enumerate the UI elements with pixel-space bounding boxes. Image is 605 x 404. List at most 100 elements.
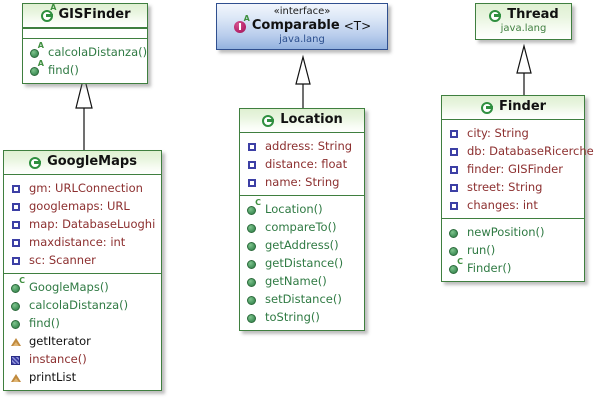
member-row[interactable]: name: String [246, 173, 360, 191]
member-row[interactable]: getAddress() [246, 236, 360, 254]
member-row[interactable]: db: DatabaseRicerche [448, 142, 594, 160]
member-row[interactable]: address: String [246, 137, 360, 155]
class-header-location: Location [240, 109, 364, 133]
class-name-thread: Thread [507, 7, 559, 22]
field-icon [448, 145, 461, 158]
abstract-class-icon: A [40, 3, 57, 23]
member-row[interactable]: C GoogleMaps() [10, 276, 157, 296]
member-row[interactable]: A find() [29, 59, 143, 79]
interface-header-comparable: «interface» A Comparable <T> java.lang [217, 4, 387, 49]
member-row[interactable]: googlemaps: URL [10, 197, 157, 215]
member-row[interactable]: finder: GISFinder [448, 160, 580, 178]
field-icon [448, 127, 461, 140]
method-label: GoogleMaps() [29, 280, 109, 294]
static-field-icon [10, 353, 23, 366]
attribute-label: name: String [265, 175, 340, 189]
method-icon [448, 244, 461, 257]
constructor-badge: C [255, 197, 261, 207]
member-row[interactable]: A calcolaDistanza() [29, 41, 147, 61]
method-icon [246, 257, 259, 270]
member-row[interactable]: changes: int [448, 196, 580, 214]
member-row[interactable]: instance() [10, 350, 157, 368]
method-icon [246, 221, 259, 234]
member-row[interactable]: toString() [246, 308, 360, 326]
member-row[interactable]: printList [10, 368, 157, 386]
member-row[interactable]: maxdistance: int [10, 233, 157, 251]
attribute-label: street: String [467, 180, 543, 194]
member-row[interactable]: map: DatabaseLuoghi [10, 215, 157, 233]
member-row[interactable]: C Finder() [448, 256, 580, 277]
method-icon [448, 226, 461, 239]
member-row[interactable]: run() [448, 241, 580, 259]
member-row[interactable]: getName() [246, 272, 360, 290]
class-box-location[interactable]: Location address: String distance: float… [239, 108, 365, 331]
member-row[interactable]: getDistance() [246, 254, 360, 272]
method-label: getIterator [29, 334, 91, 348]
interface-name-comparable: Comparable [251, 18, 340, 33]
class-box-finder[interactable]: Finder city: String db: DatabaseRicerche… [441, 95, 594, 282]
class-box-thread[interactable]: Thread java.lang [475, 3, 572, 40]
method-icon [246, 275, 259, 288]
attributes-compartment-gisfinder [23, 28, 147, 38]
connector-location-comparable [295, 54, 311, 108]
method-abstract-icon: A [29, 59, 44, 77]
methods-compartment-finder: newPosition() run() C Finder() [442, 218, 584, 281]
abstract-badge: A [243, 13, 250, 23]
member-row[interactable]: compareTo() [246, 218, 360, 236]
class-icon [480, 100, 495, 115]
class-header-gisfinder: A GISFinder [23, 3, 147, 28]
method-label: find() [29, 316, 60, 330]
methods-compartment-googlemaps: C GoogleMaps() calcolaDistanza() find() … [4, 273, 161, 390]
member-row[interactable]: city: String [448, 124, 580, 142]
method-label: calcolaDistanza() [48, 45, 148, 59]
method-icon [246, 239, 259, 252]
member-row[interactable]: newPosition() [448, 223, 580, 241]
constructor-badge: C [457, 256, 463, 266]
member-row[interactable]: distance: float [246, 155, 360, 173]
attributes-compartment-location: address: String distance: float name: St… [240, 133, 364, 195]
attribute-label: map: DatabaseLuoghi [29, 217, 156, 231]
member-row[interactable]: getIterator [10, 332, 157, 350]
field-icon [10, 236, 23, 249]
method-label: instance() [29, 352, 87, 366]
field-icon [448, 163, 461, 176]
method-label: compareTo() [265, 220, 337, 234]
class-icon [488, 8, 503, 23]
package-label: java.lang [279, 34, 325, 45]
method-label: getDistance() [265, 256, 344, 270]
class-header-finder: Finder [442, 96, 584, 120]
field-icon [10, 254, 23, 267]
class-name-googlemaps: GoogleMaps [47, 154, 137, 169]
field-icon [246, 176, 259, 189]
method-label: Location() [265, 202, 323, 216]
package-label: java.lang [500, 23, 547, 34]
methods-compartment-gisfinder: A calcolaDistanza() A find() [23, 38, 147, 83]
member-row[interactable]: gm: URLConnection [10, 179, 157, 197]
method-label: getAddress() [265, 238, 339, 252]
constructor-icon: C [10, 276, 25, 294]
interface-box-comparable[interactable]: «interface» A Comparable <T> java.lang [216, 3, 388, 50]
connector-googlemaps-gisfinder [75, 75, 93, 150]
attribute-label: address: String [265, 139, 353, 153]
member-row[interactable]: street: String [448, 178, 580, 196]
member-row[interactable]: calcolaDistanza() [10, 296, 157, 314]
member-row[interactable]: C Location() [246, 197, 360, 218]
method-icon [246, 293, 259, 306]
class-name-location: Location [280, 112, 343, 127]
method-label: Finder() [467, 261, 512, 275]
constructor-badge: C [19, 275, 25, 285]
member-row[interactable]: sc: Scanner [10, 251, 157, 269]
warning-triangle-icon [10, 371, 23, 384]
field-icon [246, 140, 259, 153]
member-row[interactable]: setDistance() [246, 290, 360, 308]
attribute-label: sc: Scanner [29, 253, 96, 267]
class-name-finder: Finder [498, 99, 547, 114]
class-box-gisfinder[interactable]: A GISFinder A calcolaDistanza() A find() [22, 3, 148, 84]
warning-triangle-icon [10, 335, 23, 348]
member-row[interactable]: find() [10, 314, 157, 332]
class-box-googlemaps[interactable]: GoogleMaps gm: URLConnection googlemaps:… [3, 150, 162, 391]
method-label: run() [467, 243, 496, 257]
field-icon [448, 181, 461, 194]
attribute-label: city: String [467, 126, 529, 140]
